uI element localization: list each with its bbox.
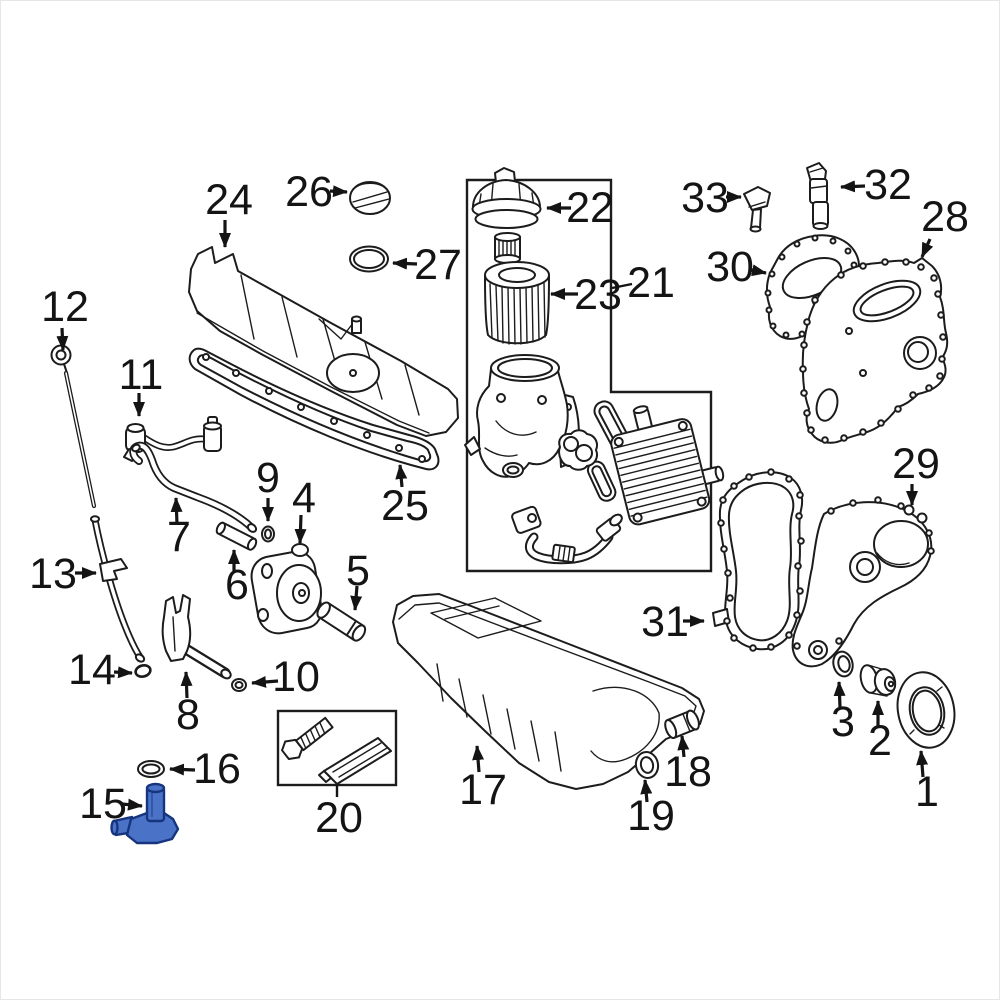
oil-pump-drawing [250, 543, 323, 635]
oil-pan-drawing [392, 593, 705, 790]
callout-label-32: 32 [864, 161, 912, 209]
filter-cap-drawing [471, 167, 542, 264]
callout-label-6: 6 [225, 561, 249, 609]
o-ring-16-drawing [137, 760, 165, 778]
dipstick-tube-drawing [90, 515, 146, 663]
callout-label-8: 8 [176, 691, 200, 739]
callout-label-20: 20 [315, 794, 363, 842]
callout-arrow-14 [113, 666, 133, 679]
hardware-kit-box-group [276, 709, 398, 787]
callout-label-19: 19 [627, 792, 675, 840]
oil-filler-cap-drawing [349, 181, 391, 215]
oil-feed-tube-drawing [123, 416, 222, 462]
drain-plug-drawing [664, 709, 700, 739]
callout-arrow-19 [640, 779, 653, 803]
oil-cooler-drawing [610, 405, 725, 526]
callout-arrow-30 [750, 264, 767, 277]
ignition-coil-drawing [806, 162, 829, 230]
callout-label-7: 7 [167, 513, 191, 561]
callout-arrow-28 [920, 238, 934, 258]
pulley-hub-drawing [859, 664, 897, 697]
callout-label-12: 12 [41, 283, 89, 331]
valve-cover-drawing [188, 246, 459, 437]
callout-label-21: 21 [627, 259, 675, 307]
valve-cover-gasket-drawing [188, 347, 440, 471]
callout-arrow-26 [329, 185, 348, 198]
callout-label-25: 25 [381, 482, 429, 530]
callout-label-24: 24 [205, 176, 253, 224]
support-bracket-drawing [161, 594, 232, 680]
callout-arrow-32 [840, 180, 866, 193]
camshaft-sensor-drawing [743, 186, 771, 233]
kit-bolt-drawing [281, 716, 334, 760]
callout-label-22: 22 [566, 184, 614, 232]
timing-cover-upper-drawing [799, 257, 949, 444]
callout-arrow-1 [916, 750, 929, 778]
callout-label-9: 9 [256, 454, 280, 502]
callout-label-28: 28 [921, 193, 969, 241]
pump-bolt-drawing [316, 601, 367, 642]
callout-arrow-27 [392, 257, 418, 270]
dipstick-tube-clip [99, 558, 128, 582]
timing-cover-lower-drawing [791, 496, 935, 668]
filter-assembly-box [465, 178, 713, 573]
callout-label-13: 13 [29, 550, 77, 598]
o-ring-9-drawing [261, 525, 275, 543]
o-ring-14-drawing [134, 664, 152, 678]
filler-cap-seal-drawing [349, 245, 389, 273]
callout-label-5: 5 [346, 547, 370, 595]
callout-arrow-15 [121, 798, 143, 811]
callout-label-14: 14 [68, 646, 116, 694]
callout-label-31: 31 [641, 598, 689, 646]
callout-arrow-3 [833, 681, 846, 708]
callout-arrow-10 [251, 675, 279, 688]
callout-label-30: 30 [706, 243, 754, 291]
callout-arrow-7 [170, 497, 183, 525]
callout-arrow-17 [472, 745, 485, 773]
kit-sealant-tube-drawing [318, 737, 392, 785]
callout-label-2: 2 [868, 717, 892, 765]
crank-seal-drawing [832, 650, 854, 678]
callout-label-15: 15 [79, 780, 127, 828]
callout-arrow-5 [350, 585, 363, 611]
oil-return-tube-drawing [129, 441, 258, 533]
timing-cover-gasket-lower-drawing [712, 468, 805, 652]
callout-label-17: 17 [459, 766, 507, 814]
callout-arrow-8 [180, 671, 193, 699]
callout-label-10: 10 [272, 653, 320, 701]
dipstick-drawing [50, 344, 97, 509]
callout-connector-21 [611, 282, 633, 290]
callout-label-3: 3 [831, 698, 855, 746]
oil-filter-element-drawing [484, 261, 550, 345]
callout-label-1: 1 [915, 768, 939, 816]
connector-tube-drawing [215, 521, 258, 551]
callout-label-26: 26 [285, 168, 333, 216]
o-ring-10-drawing [231, 678, 247, 692]
callout-label-33: 33 [681, 174, 729, 222]
callout-arrow-12 [56, 327, 69, 351]
callout-label-18: 18 [664, 748, 712, 796]
drain-plug-seal-drawing [634, 751, 660, 779]
crankshaft-pulley-drawing [896, 671, 956, 749]
callout-arrow-4 [294, 514, 307, 544]
callout-arrow-16 [169, 763, 196, 776]
callout-arrow-18 [677, 735, 690, 758]
highlighted-part-15-drawing [110, 782, 180, 845]
callout-arrow-25 [395, 464, 408, 488]
callout-label-11: 11 [119, 351, 164, 399]
callout-label-23: 23 [574, 271, 622, 319]
oil-hose-drawing [511, 505, 623, 565]
callout-label-29: 29 [892, 440, 940, 488]
callout-label-27: 27 [414, 241, 462, 289]
callout-label-4: 4 [292, 474, 316, 522]
callout-label-16: 16 [193, 745, 241, 793]
